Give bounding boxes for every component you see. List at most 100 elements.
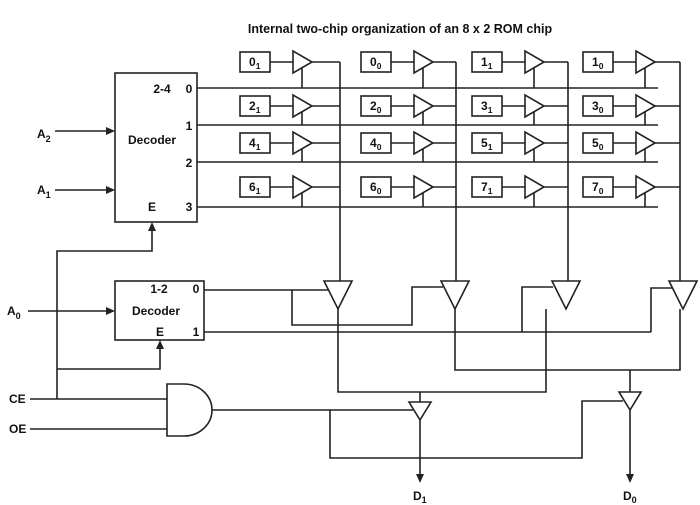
tri-state-buffer (524, 130, 546, 156)
memory-cell: 20 (360, 93, 456, 125)
diagram-title: Internal two-chip organization of an 8 x… (248, 22, 553, 36)
wiring (28, 62, 681, 476)
memory-cell-label: 60 (370, 180, 382, 196)
memory-cell: 21 (239, 93, 340, 125)
memory-cell: 61 (239, 174, 340, 207)
input-a2: A2 (37, 127, 51, 144)
column-select-buffer-1 (439, 280, 471, 311)
memory-cell-label: 00 (370, 55, 382, 71)
memory-cell-label: 40 (370, 136, 382, 152)
memory-cell-label: 01 (249, 55, 261, 71)
memory-cell: 30 (582, 93, 680, 125)
tri-state-buffer (292, 93, 314, 119)
memory-cell: 01 (239, 49, 340, 88)
memory-cell: 51 (471, 130, 568, 162)
memory-cell: 11 (471, 49, 568, 88)
memory-cell-label: 20 (370, 99, 382, 115)
decoder-2-4-type-label: 2-4 (153, 82, 171, 96)
decoder-1-2-enable: E (156, 325, 164, 339)
arrow-d0-icon (626, 474, 634, 483)
tri-state-buffer (635, 93, 657, 119)
tri-state-buffer (635, 174, 657, 200)
bit0-merge-wire (454, 309, 681, 371)
decoder-1-2-output-0: 0 (193, 282, 200, 296)
ce-to-decoder-1-2-enable (57, 349, 161, 370)
decoder-2-4-enable: E (148, 200, 156, 214)
memory-cell-array: 01 00 11 10 21 20 31 30 41 40 51 50 61 60 71 70 (239, 49, 680, 207)
tri-state-buffer (292, 49, 314, 75)
memory-cell-label: 21 (249, 99, 261, 115)
tri-state-buffer (413, 49, 435, 75)
output-buffer-d0-triangle (617, 391, 643, 412)
column-select-buffer-0 (322, 280, 354, 311)
memory-cell-label: 71 (481, 180, 493, 196)
memory-cell: 41 (239, 130, 340, 162)
output-d1-label: D1 (413, 489, 427, 505)
tri-state-buffer (413, 174, 435, 200)
decoder-1-2-name: Decoder (132, 304, 180, 318)
tri-state-buffer (524, 174, 546, 200)
tri-state-buffer (635, 49, 657, 75)
input-ce-label: CE (9, 392, 26, 406)
decoder-1-2-output-1: 1 (193, 325, 200, 339)
memory-cell: 10 (582, 49, 680, 88)
decoder-2-4-name: Decoder (128, 133, 176, 147)
arrow-a1-icon (106, 186, 115, 194)
dec12-out1-to-buf3 (650, 287, 672, 332)
column-select-buffer-3 (667, 280, 699, 311)
arrow-decoder-1-2-enable-icon (156, 340, 164, 349)
output-buffer-d1 (407, 401, 433, 422)
arrow-a0-icon (106, 307, 115, 315)
bit1-merge-wire (337, 309, 547, 393)
memory-cell: 31 (471, 93, 568, 125)
memory-cell: 60 (360, 174, 456, 207)
output-buffer-d1-triangle (407, 401, 433, 422)
memory-cell-label: 10 (592, 55, 604, 71)
decoder-2-4-box (114, 72, 198, 223)
column-select-buffers (322, 280, 699, 311)
memory-cell-label: 50 (592, 136, 604, 152)
arrow-a2-icon (106, 127, 115, 135)
decoder-2-4: 2-4 Decoder 0 1 2 3 E (114, 72, 198, 223)
memory-cell-label: 11 (481, 55, 493, 71)
tri-state-buffer (292, 174, 314, 200)
decoder-2-4-output-3: 3 (186, 200, 193, 214)
arrow-decoder-2-4-enable-icon (148, 222, 156, 231)
memory-cell: 71 (471, 174, 568, 207)
decoder-1-2-type-label: 1-2 (150, 282, 168, 296)
memory-cell-label: 61 (249, 180, 261, 196)
memory-cell-label: 31 (481, 99, 493, 115)
and-gate (166, 383, 213, 437)
tri-state-buffer (292, 130, 314, 156)
memory-cell: 00 (360, 49, 456, 88)
memory-cell-label: 30 (592, 99, 604, 115)
input-a0-label: A0 (7, 304, 21, 321)
tri-state-buffer (413, 130, 435, 156)
input-a2-label: A2 (37, 127, 51, 144)
memory-cell: 70 (582, 174, 680, 207)
tri-state-buffer (524, 93, 546, 119)
output-d0-label: D0 (623, 489, 637, 505)
and-output-wire (212, 400, 623, 459)
tri-state-buffer (635, 130, 657, 156)
ce-to-decoder-2-4-enable (56, 231, 153, 399)
memory-cell-label: 51 (481, 136, 493, 152)
decoder-2-4-output-1: 1 (186, 119, 193, 133)
dec12-out0-to-buf1 (291, 286, 443, 326)
input-a1-label: A1 (37, 183, 51, 200)
tri-state-buffer (524, 49, 546, 75)
memory-cell-label: 41 (249, 136, 261, 152)
memory-cell: 50 (582, 130, 680, 162)
input-oe-label: OE (9, 422, 26, 436)
memory-cell-label: 70 (592, 180, 604, 196)
arrowheads (106, 127, 634, 483)
input-a1: A1 (37, 183, 51, 200)
dec12-out1-to-buf2 (521, 286, 553, 332)
tri-state-buffer (413, 93, 435, 119)
decoder-1-2-box (114, 280, 205, 341)
memory-cell: 40 (360, 130, 456, 162)
decoder-1-2: 1-2 Decoder 0 1 E (114, 280, 205, 341)
input-a0: A0 (7, 304, 21, 321)
decoder-2-4-output-0: 0 (186, 82, 193, 96)
